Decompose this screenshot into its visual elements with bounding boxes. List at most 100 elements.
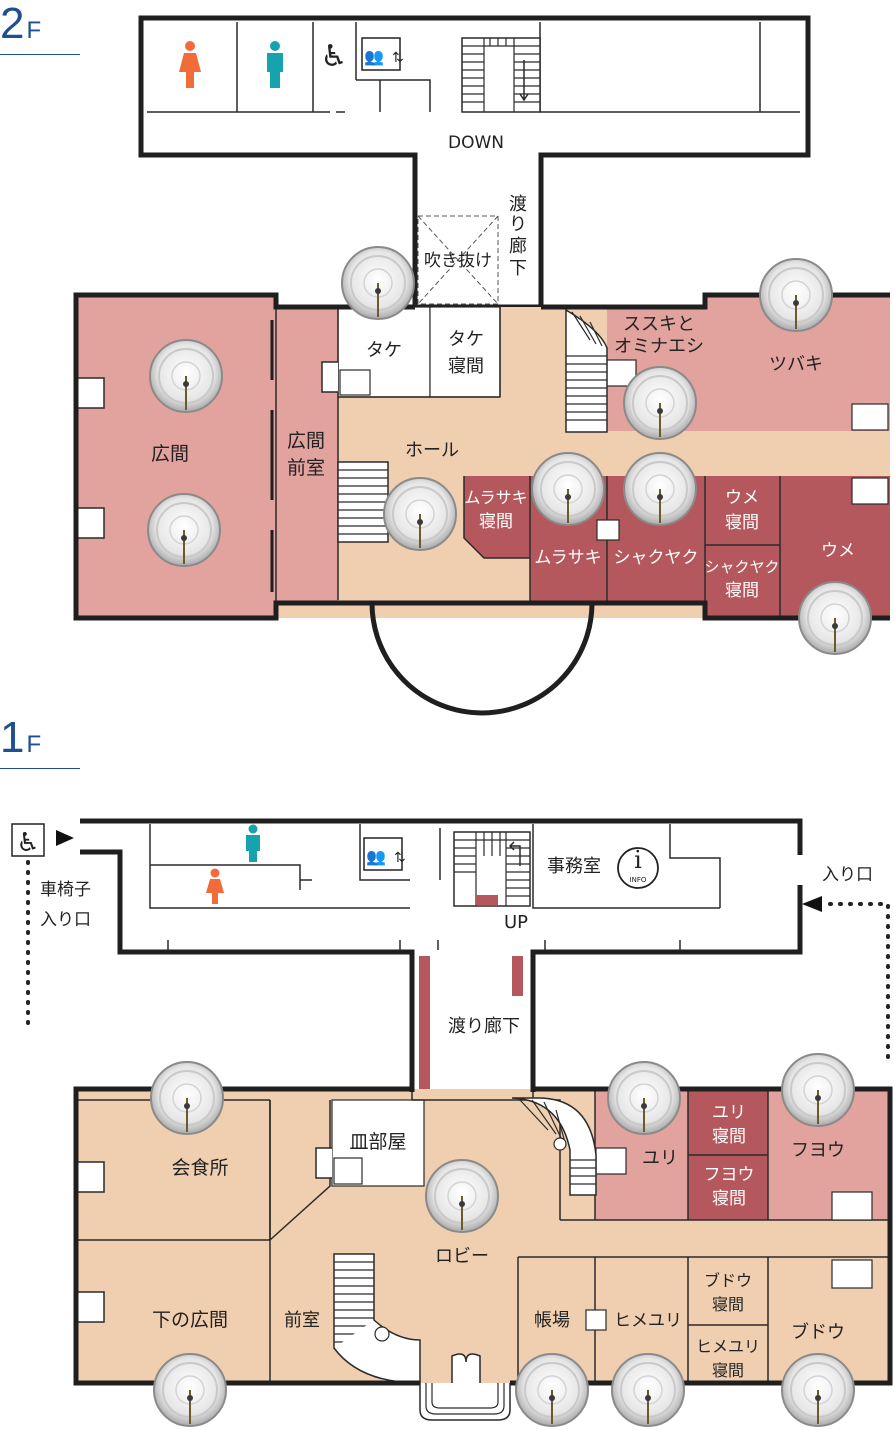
medallion-2f-tsubaki	[759, 258, 833, 332]
room-suzuki-1: ススキと	[623, 314, 695, 335]
room-yuri-shinma-2: 寝間	[712, 1126, 746, 1147]
wheelchair-entrance-label-2: 入り口	[40, 910, 91, 930]
male-restroom-icon	[267, 41, 283, 88]
room-hiroma: 広間	[151, 443, 189, 465]
medallion-1f-kaishokujo	[150, 1061, 224, 1135]
floor-1-title: 1F	[0, 716, 80, 769]
svg-text:i: i	[634, 846, 642, 874]
room-budou-shinma-2: 寝間	[712, 1295, 744, 1314]
room-sarabeya: 皿部屋	[349, 1131, 406, 1153]
watari-rouka-2f-label: 渡 り 廊 下	[509, 194, 527, 279]
elevator-icon: 👥 ⇅	[361, 37, 404, 71]
medallion-2f-shakuyaku	[623, 452, 697, 526]
room-ume-shinma-1: ウメ	[725, 488, 759, 508]
up-label: UP	[504, 912, 528, 933]
room-hiroma-zenshitsu-1: 広間	[287, 430, 325, 452]
stair-1f-right	[511, 1097, 597, 1196]
room-shakuyaku: シャクヤク	[614, 548, 699, 568]
entrance-arrow	[802, 896, 822, 912]
female-restroom-icon	[179, 41, 201, 88]
room-shakuyaku-shinma-1: シャクヤク	[704, 558, 779, 576]
stair-1f-up	[453, 831, 531, 907]
room-zenshitsu: 前室	[284, 1310, 320, 1331]
stair-2f-down	[461, 37, 541, 113]
room-ume-shinma-2: 寝間	[725, 512, 759, 533]
svg-text:吹き抜け: 吹き抜け	[424, 251, 492, 271]
wheelchair-entrance-arrow	[56, 830, 74, 846]
info-icon: i INFO	[617, 846, 659, 889]
room-ume: ウメ	[821, 541, 855, 561]
room-himeyuri-shinma-1: ヒメユリ	[696, 1337, 760, 1356]
room-shakuyaku-shinma-2: 寝間	[725, 580, 759, 601]
stair-2f-right	[565, 308, 608, 433]
room-choba: 帳場	[534, 1310, 570, 1331]
floor-2-title: 2F	[0, 2, 80, 55]
room-budou: ブドウ	[791, 1321, 845, 1343]
svg-text:廊: 廊	[509, 236, 527, 257]
stair-1f-left	[333, 1253, 421, 1384]
svg-text:♿: ♿	[321, 39, 348, 74]
room-take-shinma-1: タケ	[448, 329, 484, 350]
medallion-1f-yuri	[607, 1061, 681, 1135]
medallion-2f-murasaki	[531, 452, 605, 526]
room-fuyou: フヨウ	[791, 1140, 845, 1161]
floor-2-plan: DOWN ♿ 👥 ⇅ 渡 り 廊 下 吹き抜け	[73, 15, 890, 716]
svg-text:下: 下	[509, 258, 527, 279]
medallion-1f-choba	[515, 1353, 589, 1427]
room-lobby: ロビー	[435, 1246, 489, 1267]
svg-text:♿: ♿	[16, 828, 39, 858]
medallion-2f-hiroma-lower	[147, 493, 221, 567]
medallion-1f-lobby	[425, 1159, 499, 1233]
room-himeyuri-shinma-2: 寝間	[712, 1361, 744, 1380]
room-jimushitsu: 事務室	[547, 856, 601, 877]
room-shimo-hiroma: 下の広間	[152, 1309, 228, 1331]
medallion-2f-fukinuke	[341, 246, 415, 320]
room-hiroma-zenshitsu-2: 前室	[287, 457, 325, 479]
wheelchair-icon: ♿	[318, 36, 350, 74]
floor-1-plan: UP 渡り廊下 👥 ⇅ ♿ 車椅子 入り口 入り口 事務室	[11, 818, 893, 1427]
stair-2f-left	[337, 461, 389, 543]
watari-rouka-1f-label: 渡り廊下	[448, 1016, 520, 1037]
balcony-2f	[369, 602, 595, 716]
room-take: タケ	[366, 340, 402, 361]
room-kaishokujo: 会食所	[171, 1157, 228, 1179]
room-suzuki-2: オミナエシ	[614, 336, 704, 357]
medallion-2f-hall	[383, 477, 457, 551]
fukinuke-void: 吹き抜け	[417, 215, 499, 305]
wheelchair-icon: ♿	[11, 823, 45, 858]
room-murasaki-shinma-2: 寝間	[479, 511, 513, 532]
medallion-1f-himeyuri	[611, 1353, 685, 1427]
room-yuri-shinma-1: ユリ	[712, 1103, 746, 1123]
wheelchair-entrance-label-1: 車椅子	[40, 880, 91, 900]
room-murasaki: ムラサキ	[534, 548, 601, 568]
svg-text:渡: 渡	[509, 194, 527, 215]
entrance-dotted-path	[828, 902, 890, 1062]
down-label: DOWN	[448, 133, 504, 153]
svg-text:👥: 👥	[366, 847, 386, 866]
elevator-icon: 👥 ⇅	[363, 837, 406, 871]
room-hall: ホール	[405, 440, 459, 461]
room-take-shinma-2: 寝間	[448, 356, 484, 377]
entrance-label: 入り口	[822, 865, 873, 885]
room-himeyuri: ヒメユリ	[614, 1311, 682, 1331]
medallion-2f-suzuki	[623, 366, 697, 440]
room-murasaki-shinma-1: ムラサキ	[464, 488, 527, 507]
room-budou-shinma-1: ブドウ	[704, 1271, 752, 1290]
svg-text:⇅: ⇅	[394, 850, 406, 866]
medallion-2f-ume	[798, 581, 872, 655]
svg-text:👥: 👥	[364, 47, 384, 66]
svg-text:⇅: ⇅	[392, 50, 404, 66]
medallion-1f-fuyou	[781, 1053, 855, 1127]
medallion-1f-shimo-hiroma	[153, 1353, 227, 1427]
medallion-2f-hiroma-upper	[149, 339, 223, 413]
svg-text:INFO: INFO	[630, 876, 647, 884]
svg-text:り: り	[509, 214, 527, 235]
room-fuyou-shinma-1: フヨウ	[704, 1165, 755, 1185]
room-tsubaki: ツバキ	[769, 354, 823, 375]
main-entrance-steps	[419, 1353, 511, 1421]
female-restroom-icon	[206, 868, 224, 904]
room-yuri: ユリ	[642, 1148, 678, 1169]
medallion-1f-budou	[781, 1353, 855, 1427]
room-fuyou-shinma-2: 寝間	[712, 1188, 746, 1209]
